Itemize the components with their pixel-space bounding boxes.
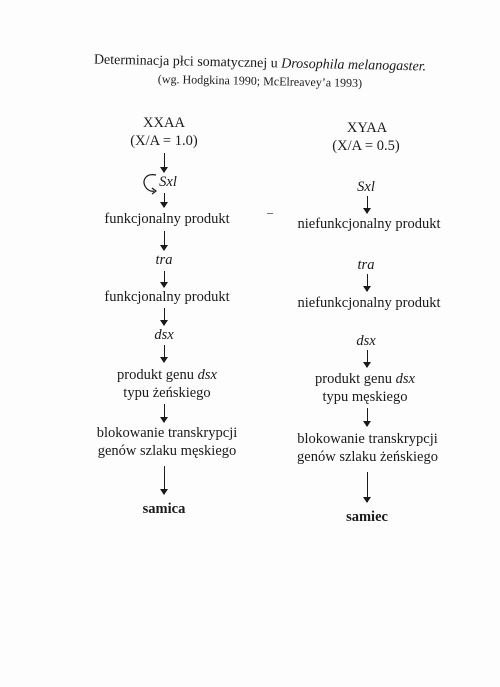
left-result-female: samica	[142, 501, 186, 517]
right-arrow-3	[361, 350, 373, 368]
left-arrow-3	[158, 231, 170, 251]
right-arrow-1	[361, 196, 373, 214]
right-gene-dsx: dsx	[356, 333, 376, 349]
left-effect-line-1: blokowanie transkrypcji	[96, 425, 238, 441]
left-product-3-type: typu żeńskiego	[123, 385, 211, 401]
left-gene-sxl: Sxl	[159, 174, 177, 190]
right-product-2: niefunkcjonalny produkt	[297, 295, 441, 311]
left-arrow-8	[158, 466, 170, 495]
right-gene-sxl: Sxl	[357, 179, 375, 195]
stray-mark	[267, 213, 273, 214]
right-arrow-5	[361, 472, 373, 503]
left-karyotype: XXAA	[143, 115, 185, 131]
right-product-1: niefunkcjonalny produkt	[297, 216, 441, 232]
right-gene-tra: tra	[357, 257, 375, 273]
right-result-male: samiec	[346, 509, 388, 525]
right-product-3-type: typu męskiego	[322, 389, 408, 405]
left-gene-tra: tra	[155, 252, 173, 268]
left-arrow-4	[158, 271, 170, 288]
left-arrow-7	[158, 404, 170, 423]
left-arrow-6	[158, 345, 170, 363]
right-product-3-gene: dsx	[395, 371, 415, 387]
left-product-3: produkt genu dsx	[92, 366, 242, 384]
left-product-2: funkcjonalny produkt	[104, 289, 230, 305]
right-product-3-text: produkt genu	[315, 371, 392, 387]
right-effect-line-1: blokowanie transkrypcji	[297, 431, 438, 447]
left-ratio: (X/A = 1.0)	[130, 133, 198, 149]
left-arrow-5	[158, 308, 170, 326]
left-product-3-gene: dsx	[197, 367, 217, 383]
right-ratio: (X/A = 0.5)	[332, 138, 400, 154]
right-karyotype: XYAA	[346, 120, 388, 136]
left-arrow-2	[158, 193, 170, 208]
title-prefix: Determinacja płci somatycznej u	[93, 52, 282, 72]
left-gene-dsx: dsx	[154, 327, 174, 343]
left-product-3-text: produkt genu	[117, 367, 194, 383]
left-arrow-1	[158, 153, 170, 173]
right-arrow-2	[361, 274, 373, 292]
left-product-1: funkcjonalny produkt	[104, 211, 230, 227]
right-arrow-4	[361, 408, 373, 427]
right-product-3: produkt genu dsx	[290, 370, 440, 388]
left-effect-line-2: genów szlaku męskiego	[97, 443, 237, 459]
title-species: Drosophila melanogaster.	[281, 56, 427, 75]
right-effect-line-2: genów szlaku żeńskiego	[297, 449, 438, 465]
sxl-autoregulation-loop-icon	[143, 174, 157, 195]
